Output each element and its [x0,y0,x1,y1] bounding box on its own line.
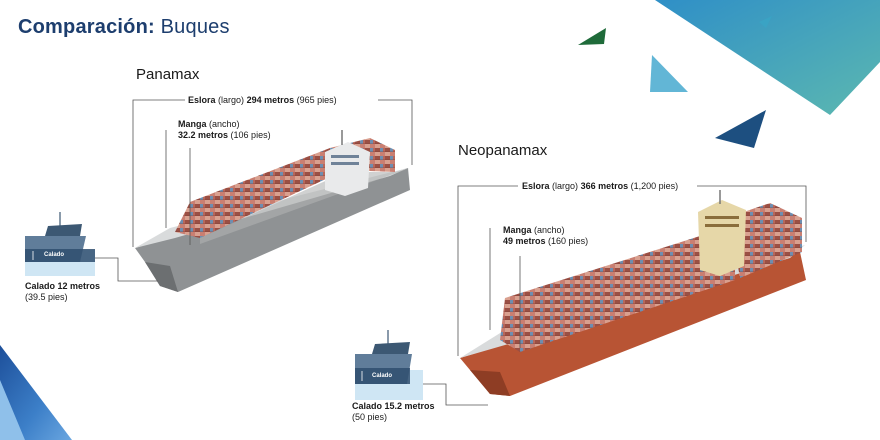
neopanamax-eslora-alt: (1,200 pies) [630,181,679,191]
panamax-containers [175,148,345,238]
neopanamax-calado-illustration [355,330,423,400]
title-rest: Buques [160,16,230,38]
panamax-eslora-term: Eslora [188,95,216,105]
panamax-dimension-lines [95,99,413,282]
panamax-calado-value: Calado 12 metros [25,281,101,291]
panamax-eslora-alt: (965 pies) [296,95,337,105]
panamax-calado-alt: (39.5 pies) [25,292,68,302]
bottom-left-gradient-shape [0,345,72,440]
panamax-hull [135,168,410,292]
panamax-calado-illustration [25,212,95,276]
panamax-manga-term: Manga [178,119,207,129]
small-teal-triangle-icon [759,16,772,28]
panamax-calado-label: Calado 12 metros (39.5 pies) [25,281,100,303]
neopanamax-eslora-label: Eslora (largo) 366 metros (1,200 pies) [522,181,678,192]
neopanamax-name: Neopanamax [458,142,548,159]
neopanamax-manga-value: 49 metros [503,236,546,246]
neopanamax-eslora-note: (largo) [552,181,579,191]
neopanamax-eslora-value: 366 metros [580,181,629,191]
panamax-manga-value: 32.2 metros [178,130,229,140]
neopanamax-dimension-lines [420,185,807,406]
navy-triangle-icon [715,110,766,148]
panamax-name: Panamax [136,66,200,83]
neopanamax-containers [500,236,735,352]
neopanamax-calado-label: Calado 15.2 metros (50 pies) [352,401,435,423]
top-right-gradient-shape [655,0,880,115]
neopanamax-hull [460,252,806,396]
neopanamax-calado-alt: (50 pies) [352,412,388,422]
neopanamax-manga-note: (ancho) [534,225,565,235]
neopanamax-bridge [698,200,746,276]
panamax-ship [135,130,410,292]
bottom-left-light-shape [0,380,25,440]
panamax-bridge [325,142,370,196]
green-triangle-icon [578,28,606,45]
neopanamax-calado-value: Calado 15.2 metros [352,401,435,411]
panamax-manga-note: (ancho) [209,119,240,129]
neopanamax-manga-alt: (160 pies) [548,236,589,246]
title-bold: Comparación: [18,16,155,38]
page-title: Comparación: Buques [18,16,230,39]
panamax-eslora-label: Eslora (largo) 294 metros (965 pies) [188,95,337,106]
light-blue-triangle-icon [650,55,688,92]
neopanamax-manga-term: Manga [503,225,532,235]
neopanamax-manga-label: Manga (ancho) 49 metros (160 pies) [503,225,588,247]
neopanamax-ship [460,190,806,396]
panamax-manga-label: Manga (ancho) 32.2 metros (106 pies) [178,119,271,141]
panamax-manga-alt: (106 pies) [230,130,271,140]
panamax-calado-tag: Calado [44,252,65,258]
panamax-eslora-value: 294 metros [246,95,295,105]
panamax-eslora-note: (largo) [218,95,245,105]
neopanamax-calado-tag: Calado [372,373,393,379]
neopanamax-eslora-term: Eslora [522,181,550,191]
